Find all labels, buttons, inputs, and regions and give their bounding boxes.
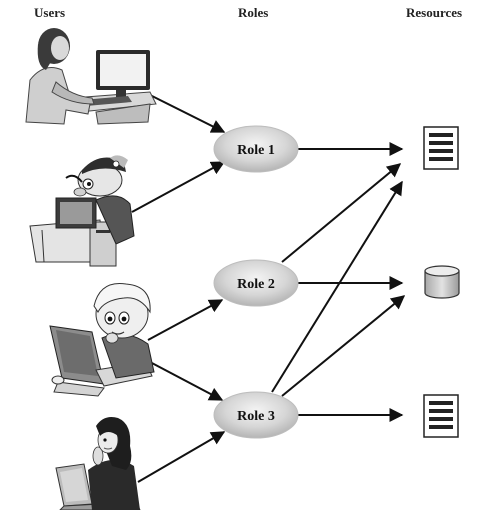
arrow-user3-role2: [147, 299, 224, 341]
user-3: [49, 282, 155, 397]
woman-at-desktop-computer-icon: [25, 28, 157, 125]
user-role-arrows: [131, 94, 226, 483]
resource-2: [424, 265, 460, 299]
arrow-user2-role1: [131, 161, 226, 213]
arrow-role3-resource2: [281, 295, 406, 397]
user-1: [25, 28, 157, 125]
users-column-header: Users: [34, 5, 65, 20]
arrow-role2-resource1: [281, 163, 402, 263]
role-node-1: Role 1: [213, 125, 299, 173]
role-ellipse: [213, 391, 299, 439]
resource-3: [423, 394, 459, 438]
role-node-3: Role 3: [213, 391, 299, 439]
user-4: [55, 417, 141, 510]
role-resource-arrows: [271, 142, 406, 422]
woman-with-laptop-icon: [55, 417, 141, 510]
database-cylinder-icon: [424, 265, 460, 299]
user-2: [29, 155, 135, 267]
arrow-user1-role1: [149, 94, 226, 133]
roles-column-header: Roles: [238, 5, 268, 20]
arrow-user3-role3: [149, 361, 224, 401]
document-icon: [423, 126, 459, 170]
document-icon: [423, 394, 459, 438]
role-ellipse: [213, 125, 299, 173]
role-label: Role 3: [237, 409, 275, 424]
role-ellipse: [213, 259, 299, 307]
arrow-user4-role3: [137, 431, 226, 483]
role-node-2: Role 2: [213, 259, 299, 307]
role-label: Role 1: [237, 143, 275, 158]
role-label: Role 2: [237, 277, 275, 292]
resource-1: [423, 126, 459, 170]
resources-column-header: Resources: [406, 5, 462, 20]
blond-boy-at-computer-icon: [49, 282, 155, 397]
boy-with-cap-at-computer-icon: [29, 155, 135, 267]
arrow-role3-resource1: [271, 180, 403, 393]
